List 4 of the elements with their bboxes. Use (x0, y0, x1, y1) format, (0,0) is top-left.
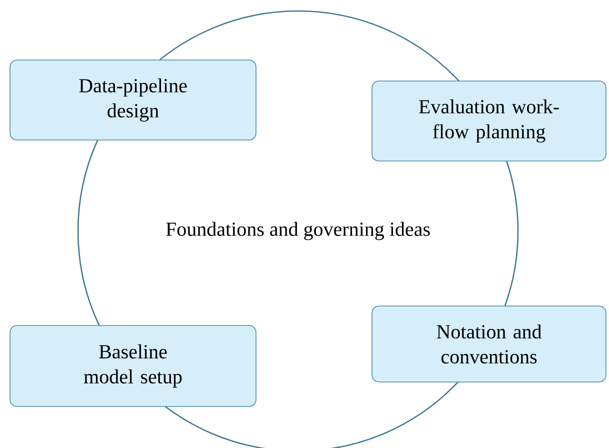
topic-box: Baseline model setup (10, 325, 256, 407)
topic-box: Data-pipeline design (10, 60, 256, 140)
topic-box: Notation and conventions (372, 306, 606, 382)
topic-box: Evaluation work-flow planning (372, 80, 606, 162)
